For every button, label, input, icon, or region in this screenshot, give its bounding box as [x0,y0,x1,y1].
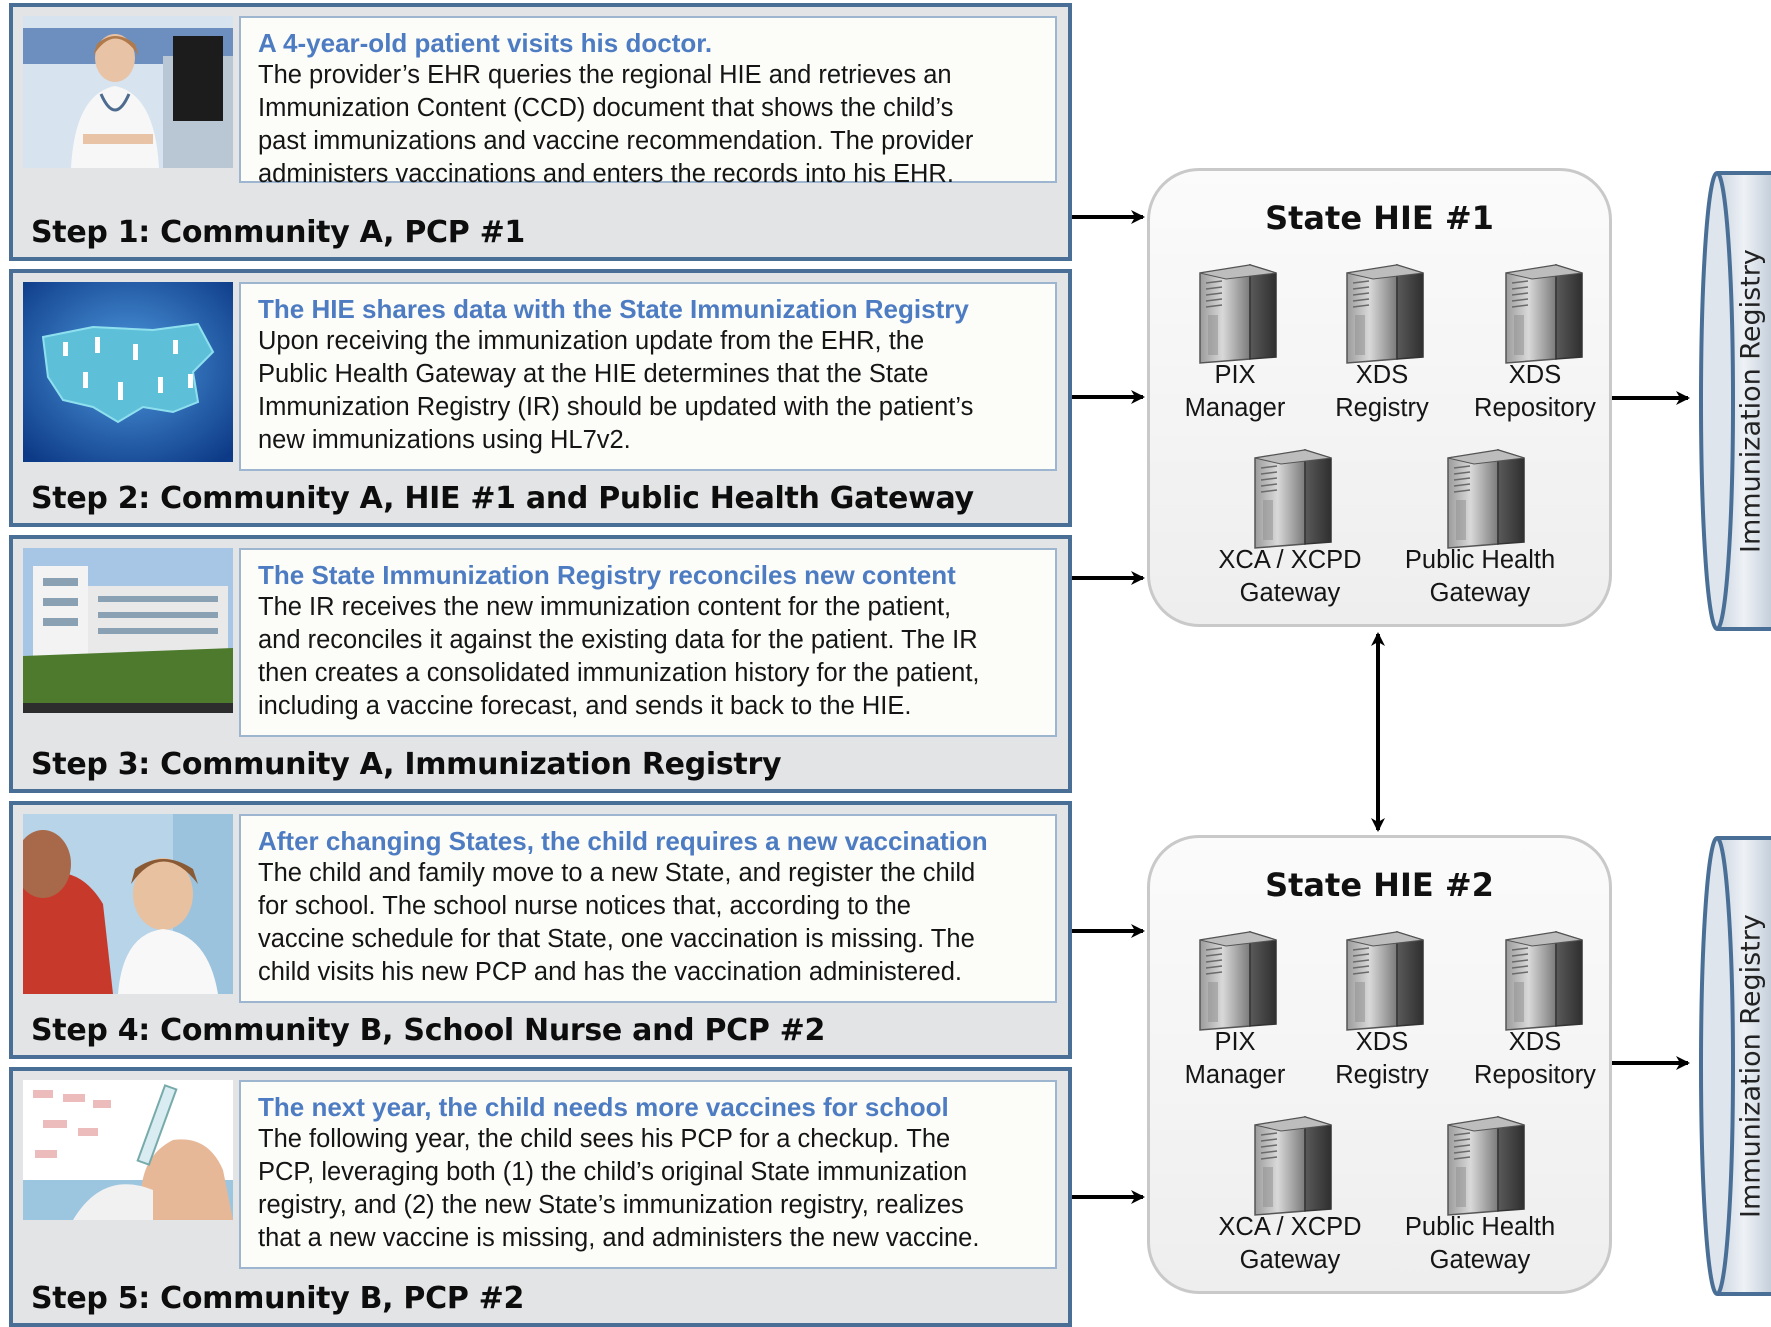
xds-registry-server-icon [1341,259,1429,365]
xds-registry-label: XDS Registry [1335,361,1429,422]
state-hie-1-title: State HIE #1 [1265,199,1494,237]
state-hie-2-title: State HIE #2 [1265,866,1494,904]
step-3-label: Step 3: Community A, Immunization Regist… [31,747,782,782]
step-4-body: The child and family move to a new State… [258,859,976,986]
step-3-title: The State Immunization Registry reconcil… [258,560,956,590]
us-map-photo [23,282,233,462]
step-4-title: After changing States, the child require… [258,826,988,856]
step-panel-1: A 4-year-old patient visits his doctor. … [9,3,1072,261]
xds-repository-label: XDS Repository [1474,1028,1596,1089]
state-hie-2: State HIE #2 PIX Manager XDS Registry XD… [1147,835,1612,1294]
step-1-body: The provider’s EHR queries the regional … [258,61,974,188]
step-5-label: Step 5: Community B, PCP #2 [31,1281,525,1316]
step-2-body: Upon receiving the immunization update f… [258,327,974,454]
doctor-photo [23,16,233,168]
xca-xcpd-gateway-label: XCA / XCPD Gateway [1218,1213,1362,1274]
public-health-gateway-server-icon [1442,444,1530,550]
step-panel-2: The HIE shares data with the State Immun… [9,269,1072,527]
public-health-gateway-label: Public Health Gateway [1404,546,1556,607]
xds-repository-server-icon [1500,926,1588,1032]
step-5-title: The next year, the child needs more vacc… [258,1092,949,1122]
xds-repository-label: XDS Repository [1474,361,1596,422]
xca-xcpd-gateway-server-icon [1249,444,1337,550]
step-4-label: Step 4: Community B, School Nurse and PC… [31,1013,826,1048]
step-5-body: The following year, the child sees his P… [258,1125,980,1252]
step-1-label: Step 1: Community A, PCP #1 [31,215,525,250]
immunization-registry-1-cylinder [1699,171,1771,631]
nurse-photo [23,814,233,994]
step-4-description: After changing States, the child require… [239,814,1057,1003]
step-3-description: The State Immunization Registry reconcil… [239,548,1057,737]
building-photo [23,548,233,713]
xds-repository-server-icon [1500,259,1588,365]
state-hie-1: State HIE #1 PIX Manager XDS Registry XD… [1147,168,1612,627]
public-health-gateway-label: Public Health Gateway [1404,1213,1556,1274]
xca-xcpd-gateway-label: XCA / XCPD Gateway [1218,546,1362,607]
step-1-description: A 4-year-old patient visits his doctor. … [239,16,1057,188]
immunization-registry-2-cylinder [1699,836,1771,1296]
step-2-label: Step 2: Community A, HIE #1 and Public H… [31,481,974,516]
pix-manager-label: PIX Manager [1184,1028,1286,1089]
step-3-body: The IR receives the new immunization con… [258,593,980,720]
step-panel-5: The next year, the child needs more vacc… [9,1067,1072,1327]
pix-manager-label: PIX Manager [1184,361,1286,422]
pix-manager-server-icon [1194,926,1282,1032]
step-1-title: A 4-year-old patient visits his doctor. [258,28,713,58]
step-2-description: The HIE shares data with the State Immun… [239,282,1057,471]
step-panel-4: After changing States, the child require… [9,801,1072,1059]
xds-registry-server-icon [1341,926,1429,1032]
xca-xcpd-gateway-server-icon [1249,1111,1337,1217]
xds-registry-label: XDS Registry [1335,1028,1429,1089]
step-2-title: The HIE shares data with the State Immun… [258,294,969,324]
step-5-description: The next year, the child needs more vacc… [239,1080,1057,1269]
step-panel-3: The State Immunization Registry reconcil… [9,535,1072,793]
pix-manager-server-icon [1194,259,1282,365]
syringe-photo [23,1080,233,1220]
public-health-gateway-server-icon [1442,1111,1530,1217]
